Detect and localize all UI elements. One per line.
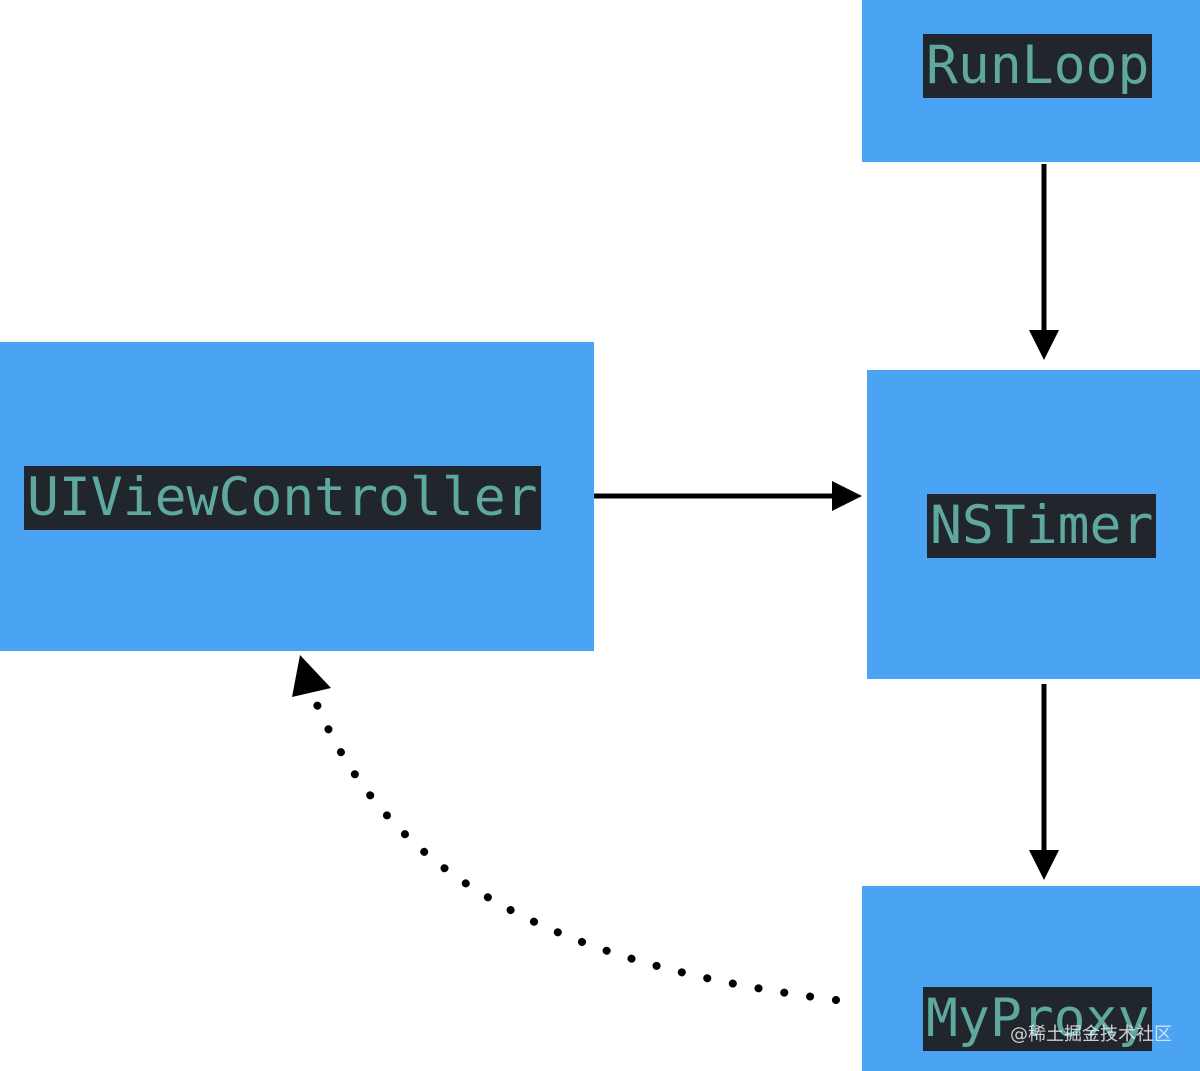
uivc-to-nstimer-arrowhead xyxy=(832,481,862,511)
uiviewcontroller-node: UIViewController xyxy=(0,342,594,651)
myproxy-to-uivc-dotted-arrow xyxy=(311,696,840,1004)
nstimer-node: NSTimer xyxy=(867,370,1200,679)
uiviewcontroller-label: UIViewController xyxy=(24,466,541,530)
watermark-text: @稀土掘金技术社区 xyxy=(1010,1024,1172,1045)
myproxy-label: MyProxy xyxy=(923,987,1153,1051)
runloop-to-nstimer-arrowhead xyxy=(1029,330,1059,360)
myproxy-node: MyProxy xyxy=(862,886,1200,1071)
runloop-label: RunLoop xyxy=(923,34,1153,98)
nstimer-to-myproxy-arrowhead xyxy=(1029,850,1059,880)
myproxy-to-uivc-arrowhead xyxy=(292,655,331,697)
nstimer-label: NSTimer xyxy=(927,494,1157,558)
runloop-node: RunLoop xyxy=(862,0,1200,162)
